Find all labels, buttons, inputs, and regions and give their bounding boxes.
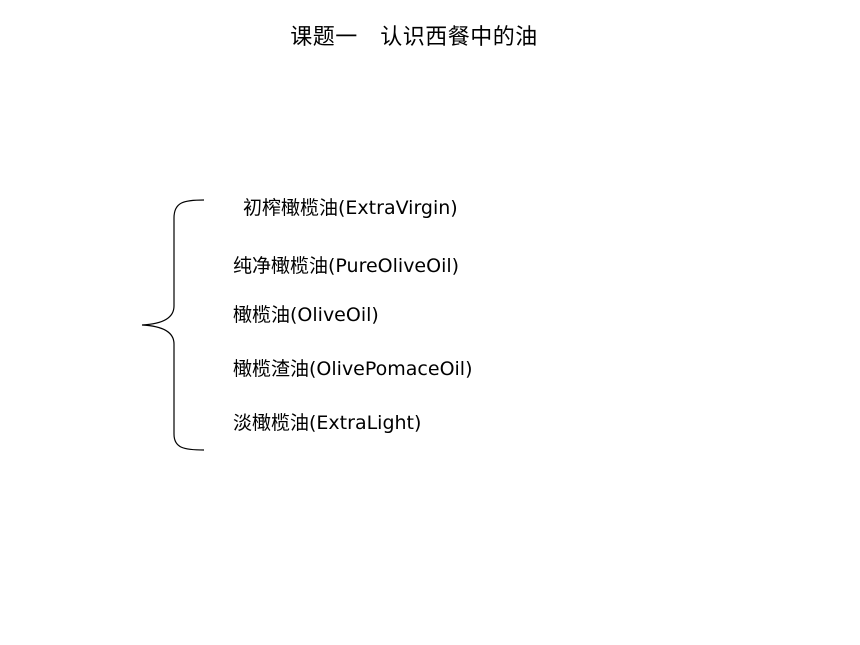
slide-title: 课题一 认识西餐中的油 <box>290 25 538 50</box>
oil-type-item: 橄榄渣油(OlivePomaceOil) <box>233 356 473 382</box>
oil-type-item: 淡橄榄油(ExtraLight) <box>233 410 421 436</box>
oil-name-chinese: 纯净橄榄油 <box>233 255 329 277</box>
oil-name-english: (ExtraLight) <box>309 412 422 434</box>
oil-name-english: (OlivePomaceOil) <box>309 358 473 380</box>
oil-type-item: 纯净橄榄油(PureOliveOil) <box>233 253 459 279</box>
oil-name-english: (PureOliveOil) <box>328 255 460 277</box>
oil-type-item: 初榨橄榄油(ExtraVirgin) <box>243 195 458 221</box>
oil-name-chinese: 初榨橄榄油 <box>243 197 339 219</box>
oil-name-chinese: 橄榄油 <box>233 304 291 326</box>
oil-type-item: 橄榄油(OliveOil) <box>233 302 379 328</box>
oil-name-chinese: 淡橄榄油 <box>233 412 310 434</box>
curly-brace <box>141 199 205 451</box>
oil-name-chinese: 橄榄渣油 <box>233 358 310 380</box>
brace-path <box>141 199 205 451</box>
oil-name-english: (ExtraVirgin) <box>338 197 458 219</box>
oil-name-english: (OliveOil) <box>290 304 379 326</box>
